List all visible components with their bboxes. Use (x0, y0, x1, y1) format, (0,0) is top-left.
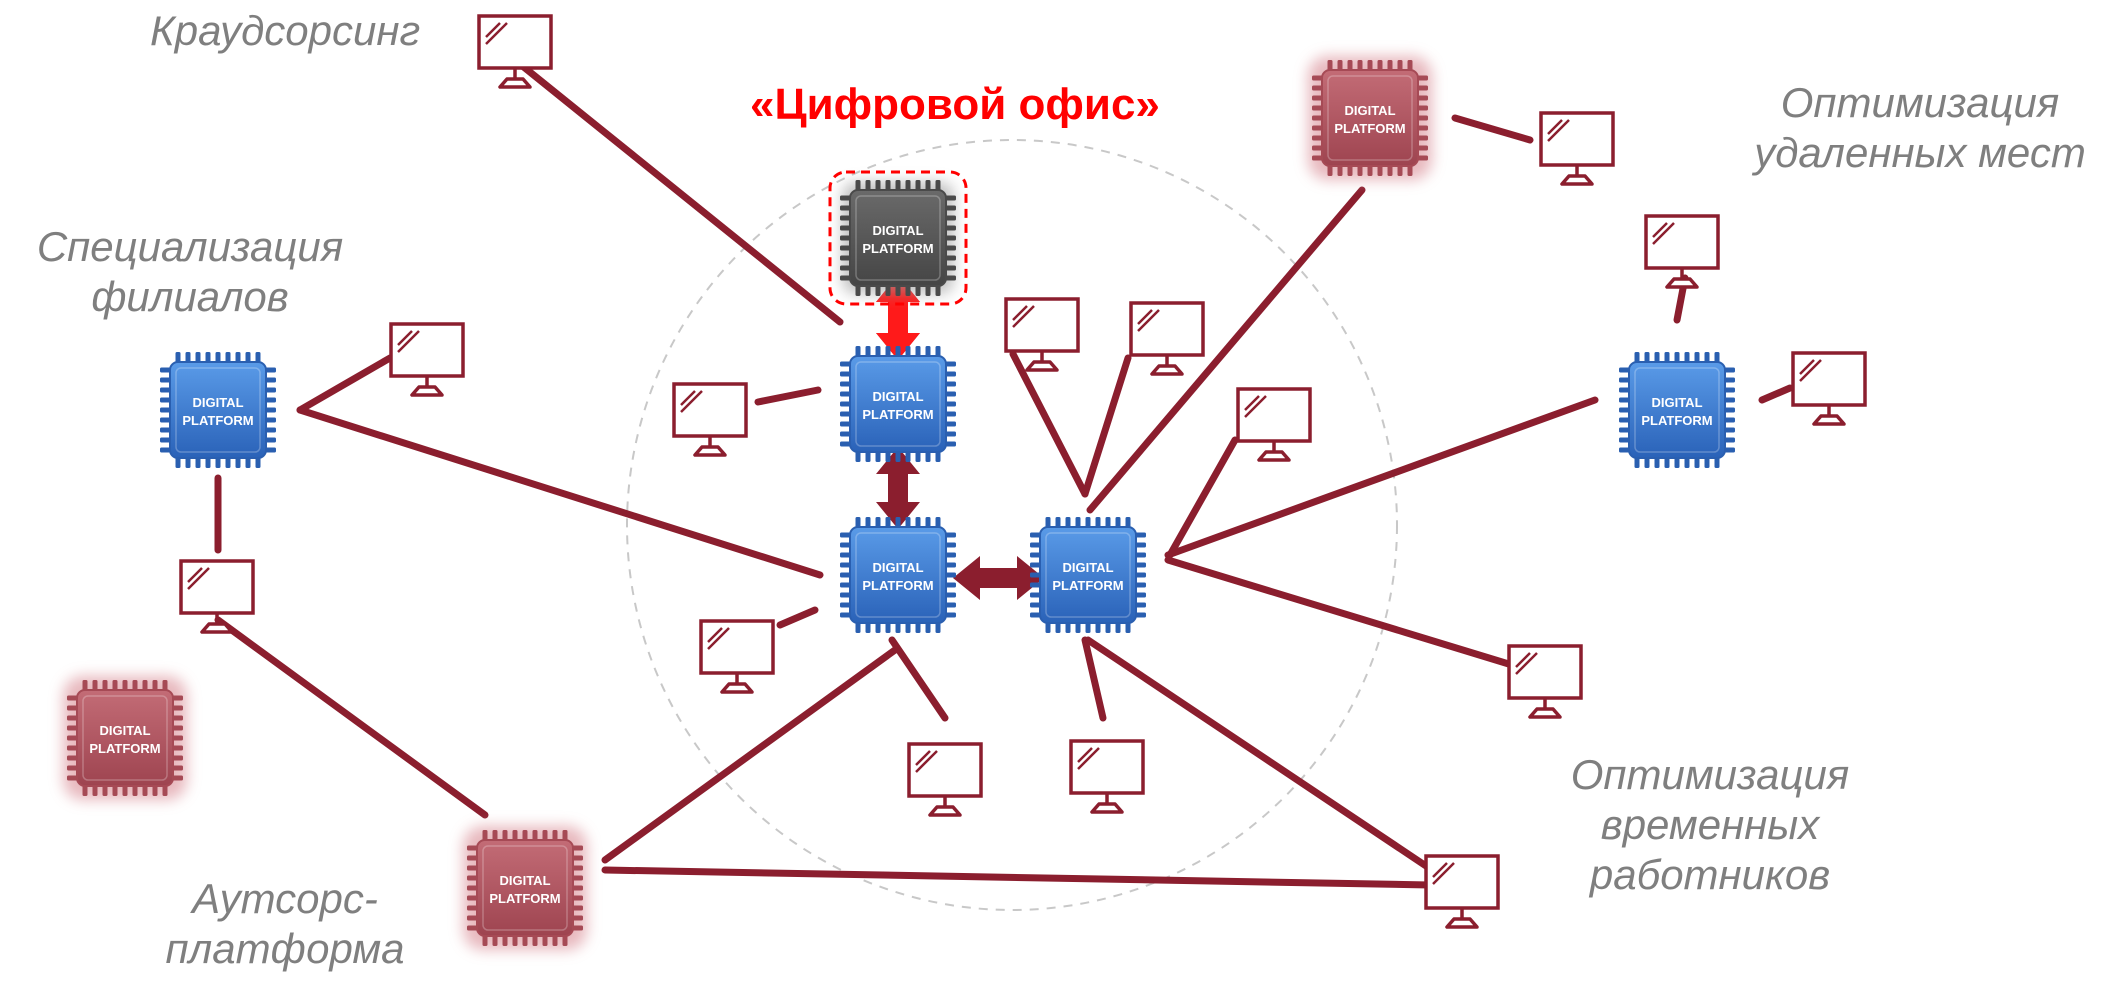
chip-label: PLATFORM (1334, 121, 1405, 136)
chip-icon: DIGITAL PLATFORM (463, 826, 587, 950)
chip-label: DIGITAL (99, 723, 150, 738)
monitor-icon (179, 559, 255, 634)
chip-label: DIGITAL (499, 873, 550, 888)
monitor-icon (1004, 297, 1080, 372)
chip-group: DIGITAL PLATFORM DIGITAL PLATFORM DIGITAL PLA… (63, 56, 1735, 950)
monitor-icon (1507, 644, 1583, 719)
chip-label: PLATFORM (489, 891, 560, 906)
monitor-icon (1791, 351, 1867, 426)
monitor-icon (699, 619, 775, 694)
chip-label: DIGITAL (192, 395, 243, 410)
chip-label: DIGITAL (872, 560, 923, 575)
highlight-border (828, 170, 968, 306)
chip-icon: DIGITAL PLATFORM (840, 180, 956, 296)
label-temp-workers-optimization: Оптимизация временных работников (1570, 751, 1850, 898)
chip-label: PLATFORM (1052, 578, 1123, 593)
monitor-icon (1236, 387, 1312, 462)
chip-icon: DIGITAL PLATFORM (1030, 517, 1146, 633)
chip-label: PLATFORM (862, 578, 933, 593)
double-arrow-icon (876, 275, 920, 360)
chip-icon: DIGITAL PLATFORM (63, 676, 187, 800)
chip-label: DIGITAL (872, 223, 923, 238)
label-outsourcing: Аутсорс- платформа (165, 875, 405, 972)
chip-icon: DIGITAL PLATFORM (840, 346, 956, 462)
monitor-group (179, 14, 1867, 929)
chip-label: PLATFORM (862, 241, 933, 256)
chip-label: PLATFORM (182, 413, 253, 428)
monitor-icon (477, 14, 553, 89)
chip-icon: DIGITAL PLATFORM (1619, 352, 1735, 468)
label-crowdsourcing: Краудсорсинг (150, 7, 421, 54)
chip-icon: DIGITAL PLATFORM (840, 517, 956, 633)
page-title: «Цифровой офис» (750, 80, 1160, 129)
chip-label: PLATFORM (862, 407, 933, 422)
chip-icon: DIGITAL PLATFORM (1308, 56, 1432, 180)
chip-label: PLATFORM (89, 741, 160, 756)
monitor-icon (389, 322, 465, 397)
label-remote-optimization: Оптимизация удаленных мест (1754, 79, 2086, 176)
monitor-icon (1539, 111, 1615, 186)
monitor-icon (672, 382, 748, 457)
chip-label: DIGITAL (1344, 103, 1395, 118)
chip-icon: DIGITAL PLATFORM (160, 352, 276, 468)
digital-office-boundary (626, 139, 1398, 911)
chip-label: DIGITAL (1651, 395, 1702, 410)
connection-lines (214, 56, 1794, 889)
chip-label: DIGITAL (1062, 560, 1113, 575)
monitor-icon (1644, 214, 1720, 289)
chip-label: DIGITAL (872, 389, 923, 404)
monitor-icon (1129, 301, 1205, 376)
monitor-icon (1069, 739, 1145, 814)
monitor-icon (907, 742, 983, 817)
monitor-icon (1424, 854, 1500, 929)
chip-label: PLATFORM (1641, 413, 1712, 428)
label-specialization: Специализация филиалов (36, 223, 344, 320)
